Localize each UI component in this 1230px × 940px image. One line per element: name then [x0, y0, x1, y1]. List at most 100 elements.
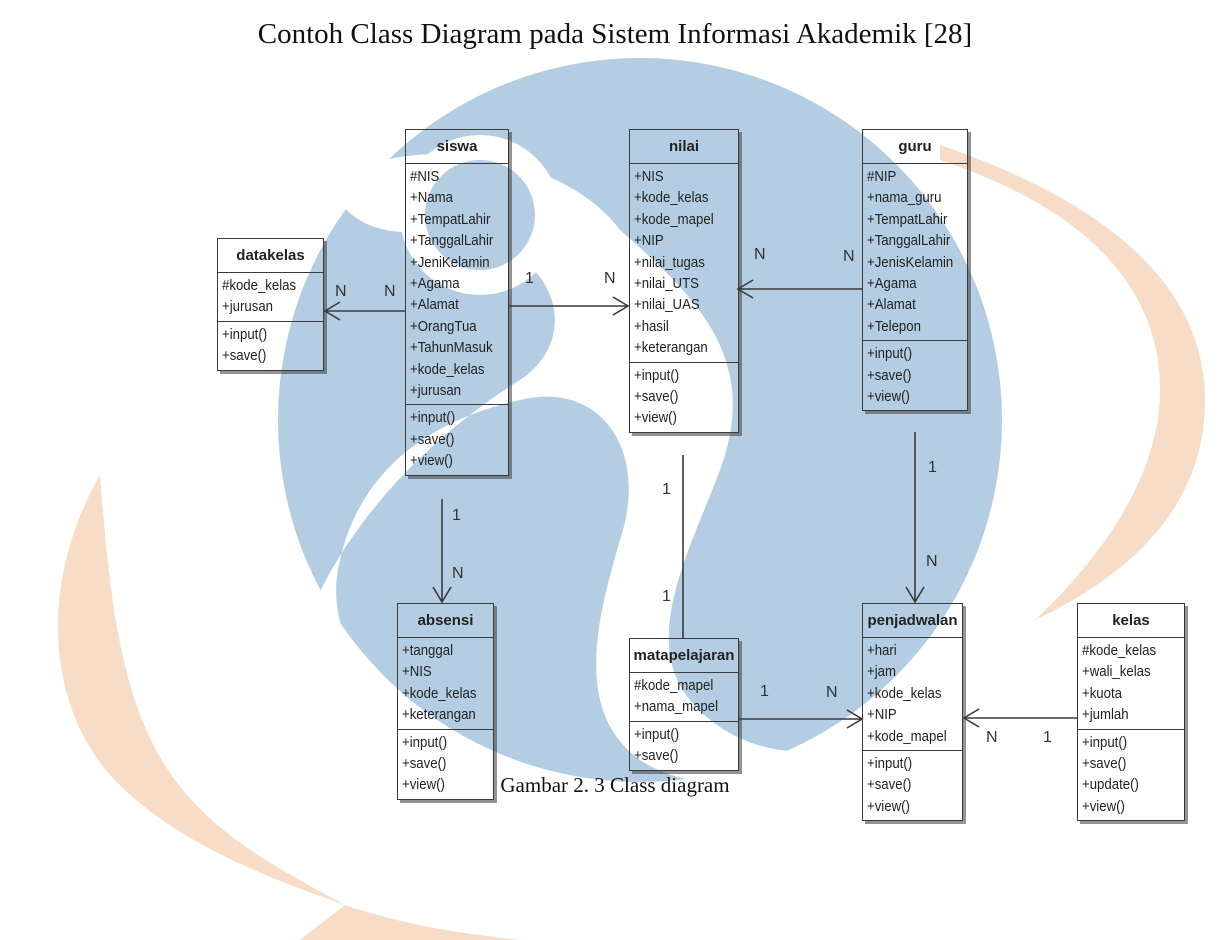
multiplicity-label: N: [604, 270, 616, 287]
attribute: +kode_kelas: [634, 189, 709, 207]
operation: +view(): [867, 388, 910, 406]
attribute: +jam: [867, 663, 896, 681]
attribute-list: #kode_kelas +wali_kelas +kuota +jumlah: [1078, 638, 1184, 730]
operation: +view(): [402, 776, 445, 794]
attribute: #kode_mapel: [634, 677, 714, 694]
attribute: +JeniKelamin: [410, 253, 490, 271]
attribute: +keterangan: [634, 339, 708, 357]
class-name: nilai: [630, 130, 738, 164]
attribute: +tanggal: [402, 642, 454, 659]
attribute: +nilai_UTS: [634, 275, 699, 293]
attribute: +kuota: [1082, 684, 1123, 702]
operation: +save(): [867, 776, 912, 794]
operation-list: +input() +save() +view(): [630, 363, 738, 432]
class-name: penjadwalan: [863, 604, 962, 638]
attribute: +nama_mapel: [634, 698, 719, 716]
nilai-arrowhead-left: [612, 296, 630, 316]
diagram-title: Contoh Class Diagram pada Sistem Informa…: [257, 18, 973, 50]
attribute: +kode_mapel: [867, 727, 947, 745]
attribute: +TempatLahir: [410, 210, 491, 228]
operation: +input(): [410, 409, 456, 427]
multiplicity-label: N: [843, 248, 855, 265]
operation: +input(): [634, 725, 680, 743]
multiplicity-label: 1: [760, 683, 769, 700]
attribute: +hari: [867, 642, 897, 659]
attribute-list: +hari +jam +kode_kelas +NIP +kode_mapel: [863, 638, 962, 752]
operation: +input(): [867, 755, 913, 773]
multiplicity-label: N: [754, 246, 766, 263]
attribute-list: #kode_kelas +jurusan: [218, 273, 323, 322]
multiplicity-label: 1: [452, 507, 461, 524]
attribute: +nilai_tugas: [634, 253, 705, 271]
class-absensi: absensi +tanggal +NIS +kode_kelas +keter…: [397, 603, 494, 800]
attribute: +TanggalLahir: [410, 232, 494, 250]
class-name: absensi: [398, 604, 493, 638]
attribute: +OrangTua: [410, 317, 477, 335]
multiplicity-label: 1: [662, 588, 671, 605]
operation: +save(): [634, 747, 679, 765]
class-name: matapelajaran: [630, 639, 738, 673]
attribute: +wali_kelas: [1082, 663, 1151, 681]
class-name: guru: [863, 130, 967, 164]
attribute: +keterangan: [402, 706, 476, 724]
operation: +save(): [402, 755, 447, 773]
class-guru: guru #NIP +nama_guru +TempatLahir +Tangg…: [862, 129, 968, 412]
attribute: +nama_guru: [867, 189, 942, 207]
attribute: #NIS: [410, 168, 440, 185]
attribute: #kode_kelas: [1082, 642, 1157, 659]
attribute: +kode_mapel: [634, 210, 714, 228]
datakelas-arrowhead: [323, 301, 341, 321]
multiplicity-label: 1: [1043, 729, 1052, 746]
class-siswa: siswa #NIS +Nama +TempatLahir +TanggalLa…: [405, 129, 509, 476]
operation-list: +input() +save(): [630, 722, 738, 770]
operation: +save(): [867, 366, 912, 384]
operation: +update(): [1082, 776, 1139, 794]
multiplicity-label: N: [986, 729, 998, 746]
class-nilai: nilai +NIS +kode_kelas +kode_mapel +NIP …: [629, 129, 739, 433]
operation: +save(): [634, 388, 679, 406]
class-name: kelas: [1078, 604, 1184, 638]
operation-list: +input() +save() +view(): [398, 730, 493, 799]
operation: +input(): [1082, 733, 1128, 751]
multiplicity-label: N: [452, 565, 464, 582]
operation: +view(): [1082, 797, 1125, 815]
operation: +save(): [410, 430, 455, 448]
attribute-list: +NIS +kode_kelas +kode_mapel +NIP +nilai…: [630, 164, 738, 363]
attribute: +nilai_UAS: [634, 296, 700, 314]
operation: +input(): [867, 345, 913, 363]
figure-caption: Gambar 2. 3 Class diagram: [500, 773, 730, 797]
class-name: datakelas: [218, 239, 323, 273]
penjadwalan-arrowhead-right: [962, 708, 980, 728]
operation-list: +input() +save() +view(): [863, 751, 962, 820]
attribute: +Telepon: [867, 317, 921, 335]
attribute: #NIP: [867, 168, 897, 185]
attribute-list: #NIP +nama_guru +TempatLahir +TanggalLah…: [863, 164, 967, 342]
attribute: +Alamat: [410, 296, 459, 314]
attribute-list: #NIS +Nama +TempatLahir +TanggalLahir +J…: [406, 164, 508, 406]
operation: +view(): [867, 797, 910, 815]
operation: +view(): [410, 452, 453, 470]
attribute: +TanggalLahir: [867, 232, 951, 250]
attribute: +kode_kelas: [867, 684, 942, 702]
multiplicity-label: N: [384, 283, 396, 300]
attribute: +Agama: [410, 275, 460, 293]
attribute: +JenisKelamin: [867, 253, 954, 271]
attribute: +NIP: [634, 232, 664, 250]
attribute: +TahunMasuk: [410, 339, 493, 357]
class-matapelajaran: matapelajaran #kode_mapel +nama_mapel +i…: [629, 638, 739, 771]
attribute: +jurusan: [410, 382, 462, 400]
class-name: siswa: [406, 130, 508, 164]
attribute-list: +tanggal +NIS +kode_kelas +keterangan: [398, 638, 493, 730]
class-datakelas: datakelas #kode_kelas +jurusan +input() …: [217, 238, 324, 371]
operation: +view(): [634, 409, 677, 427]
penjadwalan-arrowhead-top: [905, 586, 925, 604]
operation-list: +input() +save() +update() +view(): [1078, 730, 1184, 821]
attribute: +TempatLahir: [867, 210, 948, 228]
operation: +input(): [634, 366, 680, 384]
multiplicity-label: N: [926, 553, 938, 570]
attribute: +Agama: [867, 275, 917, 293]
attribute: +NIS: [402, 663, 432, 681]
attribute: +NIS: [634, 168, 664, 185]
attribute: +NIP: [867, 706, 897, 724]
